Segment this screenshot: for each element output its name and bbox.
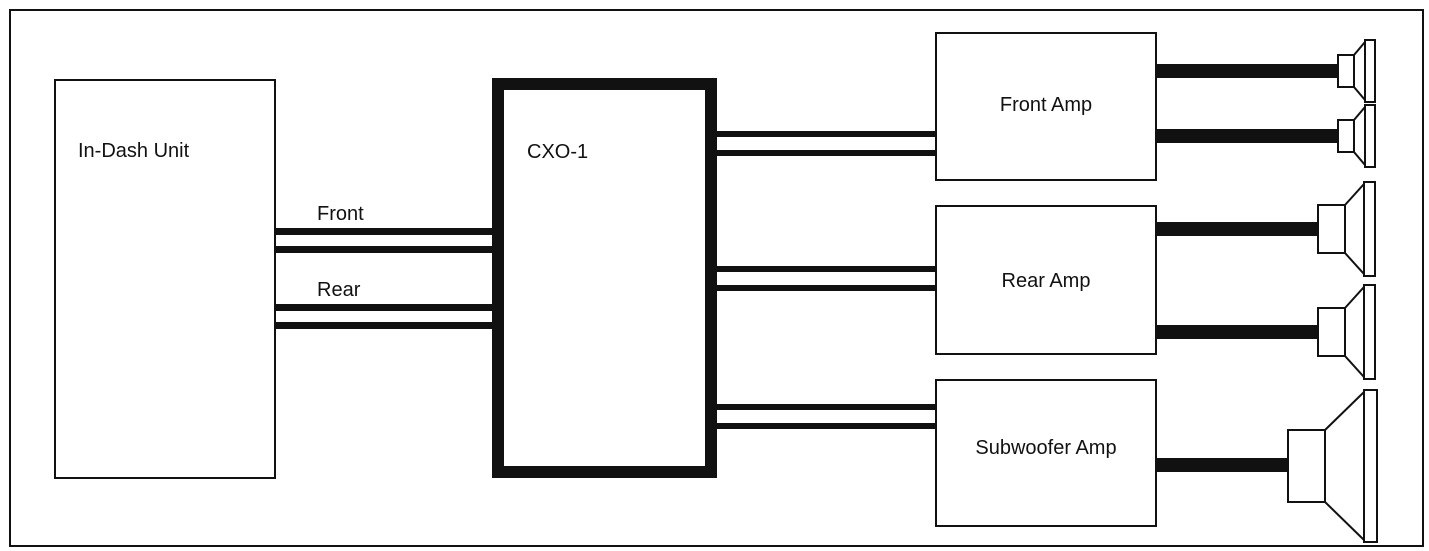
rear-speaker-2-icon xyxy=(1317,284,1376,380)
subwoofer-amp-label: Subwoofer Amp xyxy=(975,437,1116,459)
front-amp-label: Front Amp xyxy=(1000,94,1092,116)
subwoofer-amp: Subwoofer Amp xyxy=(935,379,1157,527)
rear-cable: Rear xyxy=(275,279,493,329)
subwoofer-amp-cable xyxy=(717,404,935,429)
front-amp-cable xyxy=(717,131,935,156)
rear-amp-label: Rear Amp xyxy=(1002,270,1091,292)
front-amp-box xyxy=(935,32,1157,181)
rear-speaker-wire-2 xyxy=(1156,325,1318,339)
front-speaker-wire-2 xyxy=(1156,129,1338,143)
front-speaker-2-icon xyxy=(1337,104,1376,168)
in-dash-unit-label: In-Dash Unit xyxy=(78,140,190,162)
front-speaker-wire-1 xyxy=(1156,64,1338,78)
rear-speaker-1-icon xyxy=(1317,181,1376,277)
subwoofer-amp-box xyxy=(935,379,1157,527)
crossover-unit: CXO-1 xyxy=(492,78,717,478)
rear-amp-box xyxy=(935,205,1157,355)
diagram-frame xyxy=(9,9,1424,547)
front-cable: Front xyxy=(275,203,493,253)
subwoofer-speaker-icon xyxy=(1287,389,1378,543)
subwoofer-wire xyxy=(1156,458,1288,472)
front-cable-label: Front xyxy=(317,203,364,225)
rear-amp: Rear Amp xyxy=(935,205,1157,355)
in-dash-unit-box xyxy=(54,79,276,479)
rear-amp-cable xyxy=(717,266,935,291)
rear-speaker-wire-1 xyxy=(1156,222,1318,236)
crossover-label: CXO-1 xyxy=(527,141,588,163)
front-amp: Front Amp xyxy=(935,32,1157,181)
in-dash-unit: In-Dash Unit xyxy=(54,79,276,479)
rear-cable-label: Rear xyxy=(317,279,361,301)
crossover-box xyxy=(492,78,717,478)
front-speaker-1-icon xyxy=(1337,39,1376,103)
